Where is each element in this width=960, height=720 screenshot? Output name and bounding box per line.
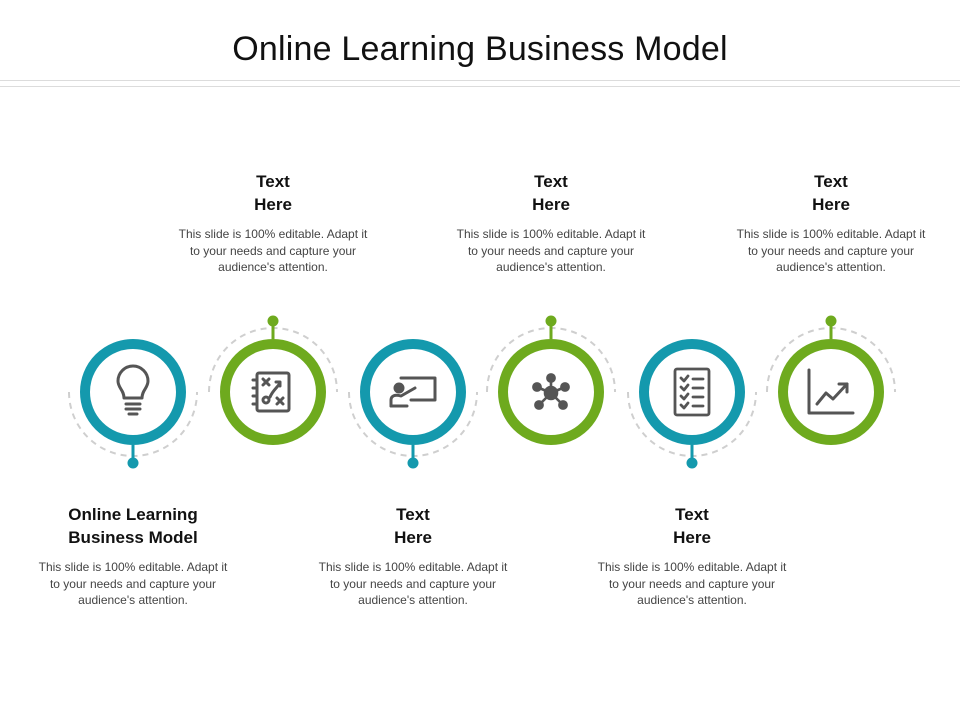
checklist-icon xyxy=(673,367,711,417)
step-heading-line: Text xyxy=(675,505,709,524)
step-heading-line: Text xyxy=(814,172,848,191)
step-ring xyxy=(639,339,745,445)
network-icon xyxy=(532,373,570,410)
step-heading-line: Online Learning xyxy=(68,505,198,524)
step-description: This slide is 100% editable. Adapt it to… xyxy=(597,560,787,607)
connector-dot xyxy=(686,457,698,469)
divider-line xyxy=(0,80,960,81)
step-heading-line: Here xyxy=(812,195,850,214)
step-description: This slide is 100% editable. Adapt it to… xyxy=(318,560,508,607)
divider-line xyxy=(0,86,960,87)
step-rings xyxy=(80,339,884,445)
step-description: This slide is 100% editable. Adapt it to… xyxy=(456,227,646,274)
step-heading-line: Text xyxy=(396,505,430,524)
step-heading-line: Here xyxy=(532,195,570,214)
step-heading-line: Text xyxy=(256,172,290,191)
presentation-icon xyxy=(389,376,437,408)
connector-dashes xyxy=(68,327,896,457)
growth-chart-icon xyxy=(807,368,855,415)
connector-stems xyxy=(127,315,837,469)
step-icons xyxy=(116,364,855,417)
connector-dot xyxy=(407,457,419,469)
connector-dot xyxy=(127,457,139,469)
step-heading-line: Here xyxy=(254,195,292,214)
connector-dot xyxy=(545,315,557,327)
step-description: This slide is 100% editable. Adapt it to… xyxy=(736,227,926,274)
connector-dot xyxy=(267,315,279,327)
connector-dot xyxy=(825,315,837,327)
step-description: This slide is 100% editable. Adapt it to… xyxy=(38,560,228,607)
strategy-board-icon xyxy=(251,371,291,413)
step-ring xyxy=(360,339,466,445)
step-description: This slide is 100% editable. Adapt it to… xyxy=(178,227,368,274)
step-heading-line: Text xyxy=(534,172,568,191)
step-heading-line: Here xyxy=(673,528,711,547)
step-heading-line: Here xyxy=(394,528,432,547)
page-title: Online Learning Business Model xyxy=(232,30,728,68)
step-heading-line: Business Model xyxy=(68,528,198,547)
step-ring xyxy=(80,339,186,445)
step-ring xyxy=(778,339,884,445)
lightbulb-icon xyxy=(116,364,150,416)
